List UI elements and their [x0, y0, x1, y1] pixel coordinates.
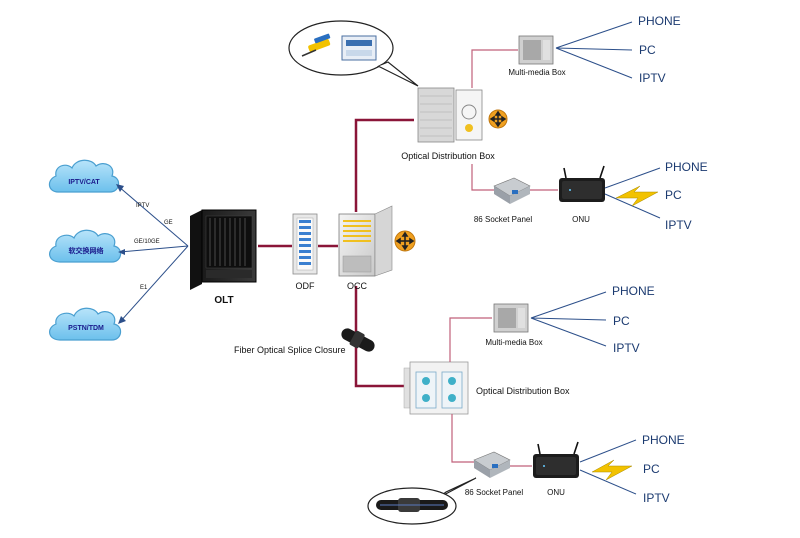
cloud-icon — [49, 307, 122, 341]
lightning-icon — [591, 459, 633, 481]
cloud-iptv-cat: IPTV/CAT — [48, 159, 120, 193]
accessory-bubble-top — [288, 20, 419, 87]
link-line-iptv — [117, 185, 189, 247]
onu-top-label: ONU — [572, 215, 590, 224]
service-iptv: IPTV — [613, 341, 640, 355]
socket-bottom: 86 Socket Panel — [465, 451, 523, 497]
socket-panel-icon — [493, 177, 531, 204]
odb-top-label: Optical Distribution Box — [401, 151, 495, 161]
onu-router-icon — [559, 165, 605, 202]
odb-top: Optical Distribution Box — [401, 87, 508, 161]
splitter-icon — [341, 35, 377, 61]
occ-cabinet-icon — [338, 205, 393, 277]
drop-lines-bottom — [449, 317, 532, 467]
distribution-box-icon — [403, 361, 469, 415]
link-line-ge — [119, 245, 189, 253]
link-label-ge-10ge: GE/10GE — [134, 239, 160, 245]
service-phone: PHONE — [665, 160, 708, 174]
multimedia-box-icon — [518, 35, 554, 65]
mmbox-top: Multi-media Box — [508, 35, 566, 77]
service-iptv: IPTV — [643, 491, 670, 505]
olt-device: OLT — [190, 209, 257, 306]
link-label-e1: E1 — [140, 285, 148, 291]
mmbox-bottom-label: Multi-media Box — [485, 338, 542, 347]
cloud-label: PSTN/TDM — [68, 325, 104, 332]
olt-label: OLT — [214, 295, 233, 306]
onu-bottom-label: ONU — [547, 488, 565, 497]
splice-closure-icon — [341, 328, 375, 352]
link-line-e1 — [119, 245, 189, 323]
trunk-occ-odb-top — [354, 118, 414, 212]
socket-bottom-label: 86 Socket Panel — [465, 488, 523, 497]
uplink-arrows — [117, 185, 189, 323]
link-label-iptv: IPTV — [136, 203, 149, 209]
lightning-icon — [615, 185, 659, 207]
cloud-icon — [48, 159, 120, 193]
service-pc: PC — [665, 188, 682, 202]
service-lines-mmbox-bottom — [530, 291, 607, 347]
odb-bottom: Optical Distribution Box — [403, 361, 570, 415]
odb-bottom-label: Optical Distribution Box — [476, 386, 570, 396]
service-lines-onu-bottom — [579, 439, 637, 495]
splice-closure-device: Fiber Optical Splice Closure — [234, 328, 375, 355]
odf-device: ODF — [292, 213, 318, 291]
drop-odb-mmbox — [449, 317, 492, 362]
service-iptv: IPTV — [639, 71, 666, 85]
service-lines-mmbox-top — [555, 21, 633, 79]
service-pc: PC — [639, 43, 656, 57]
multimedia-box-icon — [493, 303, 529, 333]
service-pc: PC — [613, 314, 630, 328]
cloud-label: 软交换网络 — [69, 246, 104, 255]
occ-label: OCC — [347, 281, 368, 291]
drop-odb-mmbox — [471, 49, 518, 88]
olt-rack-icon — [190, 209, 257, 290]
onu-bottom: ONU — [533, 441, 579, 497]
orange-router-icon — [488, 109, 508, 129]
drop-odb-socket — [471, 164, 494, 191]
drop-lines-top — [471, 49, 558, 191]
socket-panel-icon — [473, 451, 511, 478]
service-phone: PHONE — [642, 433, 685, 447]
mmbox-top-label: Multi-media Box — [508, 68, 565, 77]
odf-label: ODF — [296, 281, 316, 291]
service-pc: PC — [643, 462, 660, 476]
cloud-label: IPTV/CAT — [68, 179, 100, 186]
trunk-occ-odb-bottom — [354, 286, 404, 388]
service-phone: PHONE — [638, 14, 681, 28]
odf-rack-icon — [292, 213, 318, 275]
distribution-box-icon — [417, 87, 483, 143]
arrowheads — [116, 184, 126, 324]
cloud-softswitch: 软交换网络 — [49, 229, 122, 263]
cloud-pstn-tdm: PSTN/TDM — [49, 307, 122, 341]
cloud-icon — [49, 229, 122, 263]
patch-cord-icon — [301, 33, 331, 57]
service-iptv: IPTV — [665, 218, 692, 232]
onu-router-icon — [533, 441, 579, 478]
orange-router-icon — [394, 230, 416, 252]
onu-top: ONU — [559, 165, 605, 224]
drop-odb-socket — [451, 414, 474, 463]
trunk-lines — [258, 118, 414, 388]
mmbox-bottom: Multi-media Box — [485, 303, 543, 347]
occ-device: OCC — [338, 205, 416, 291]
service-phone: PHONE — [612, 284, 655, 298]
accessory-bubble-bottom — [367, 477, 477, 525]
splice-closure-label: Fiber Optical Splice Closure — [234, 345, 346, 355]
link-label-ge: GE — [164, 220, 173, 226]
socket-top-label: 86 Socket Panel — [474, 215, 532, 224]
fiber-cable-icon — [376, 498, 448, 512]
socket-top: 86 Socket Panel — [474, 177, 532, 224]
